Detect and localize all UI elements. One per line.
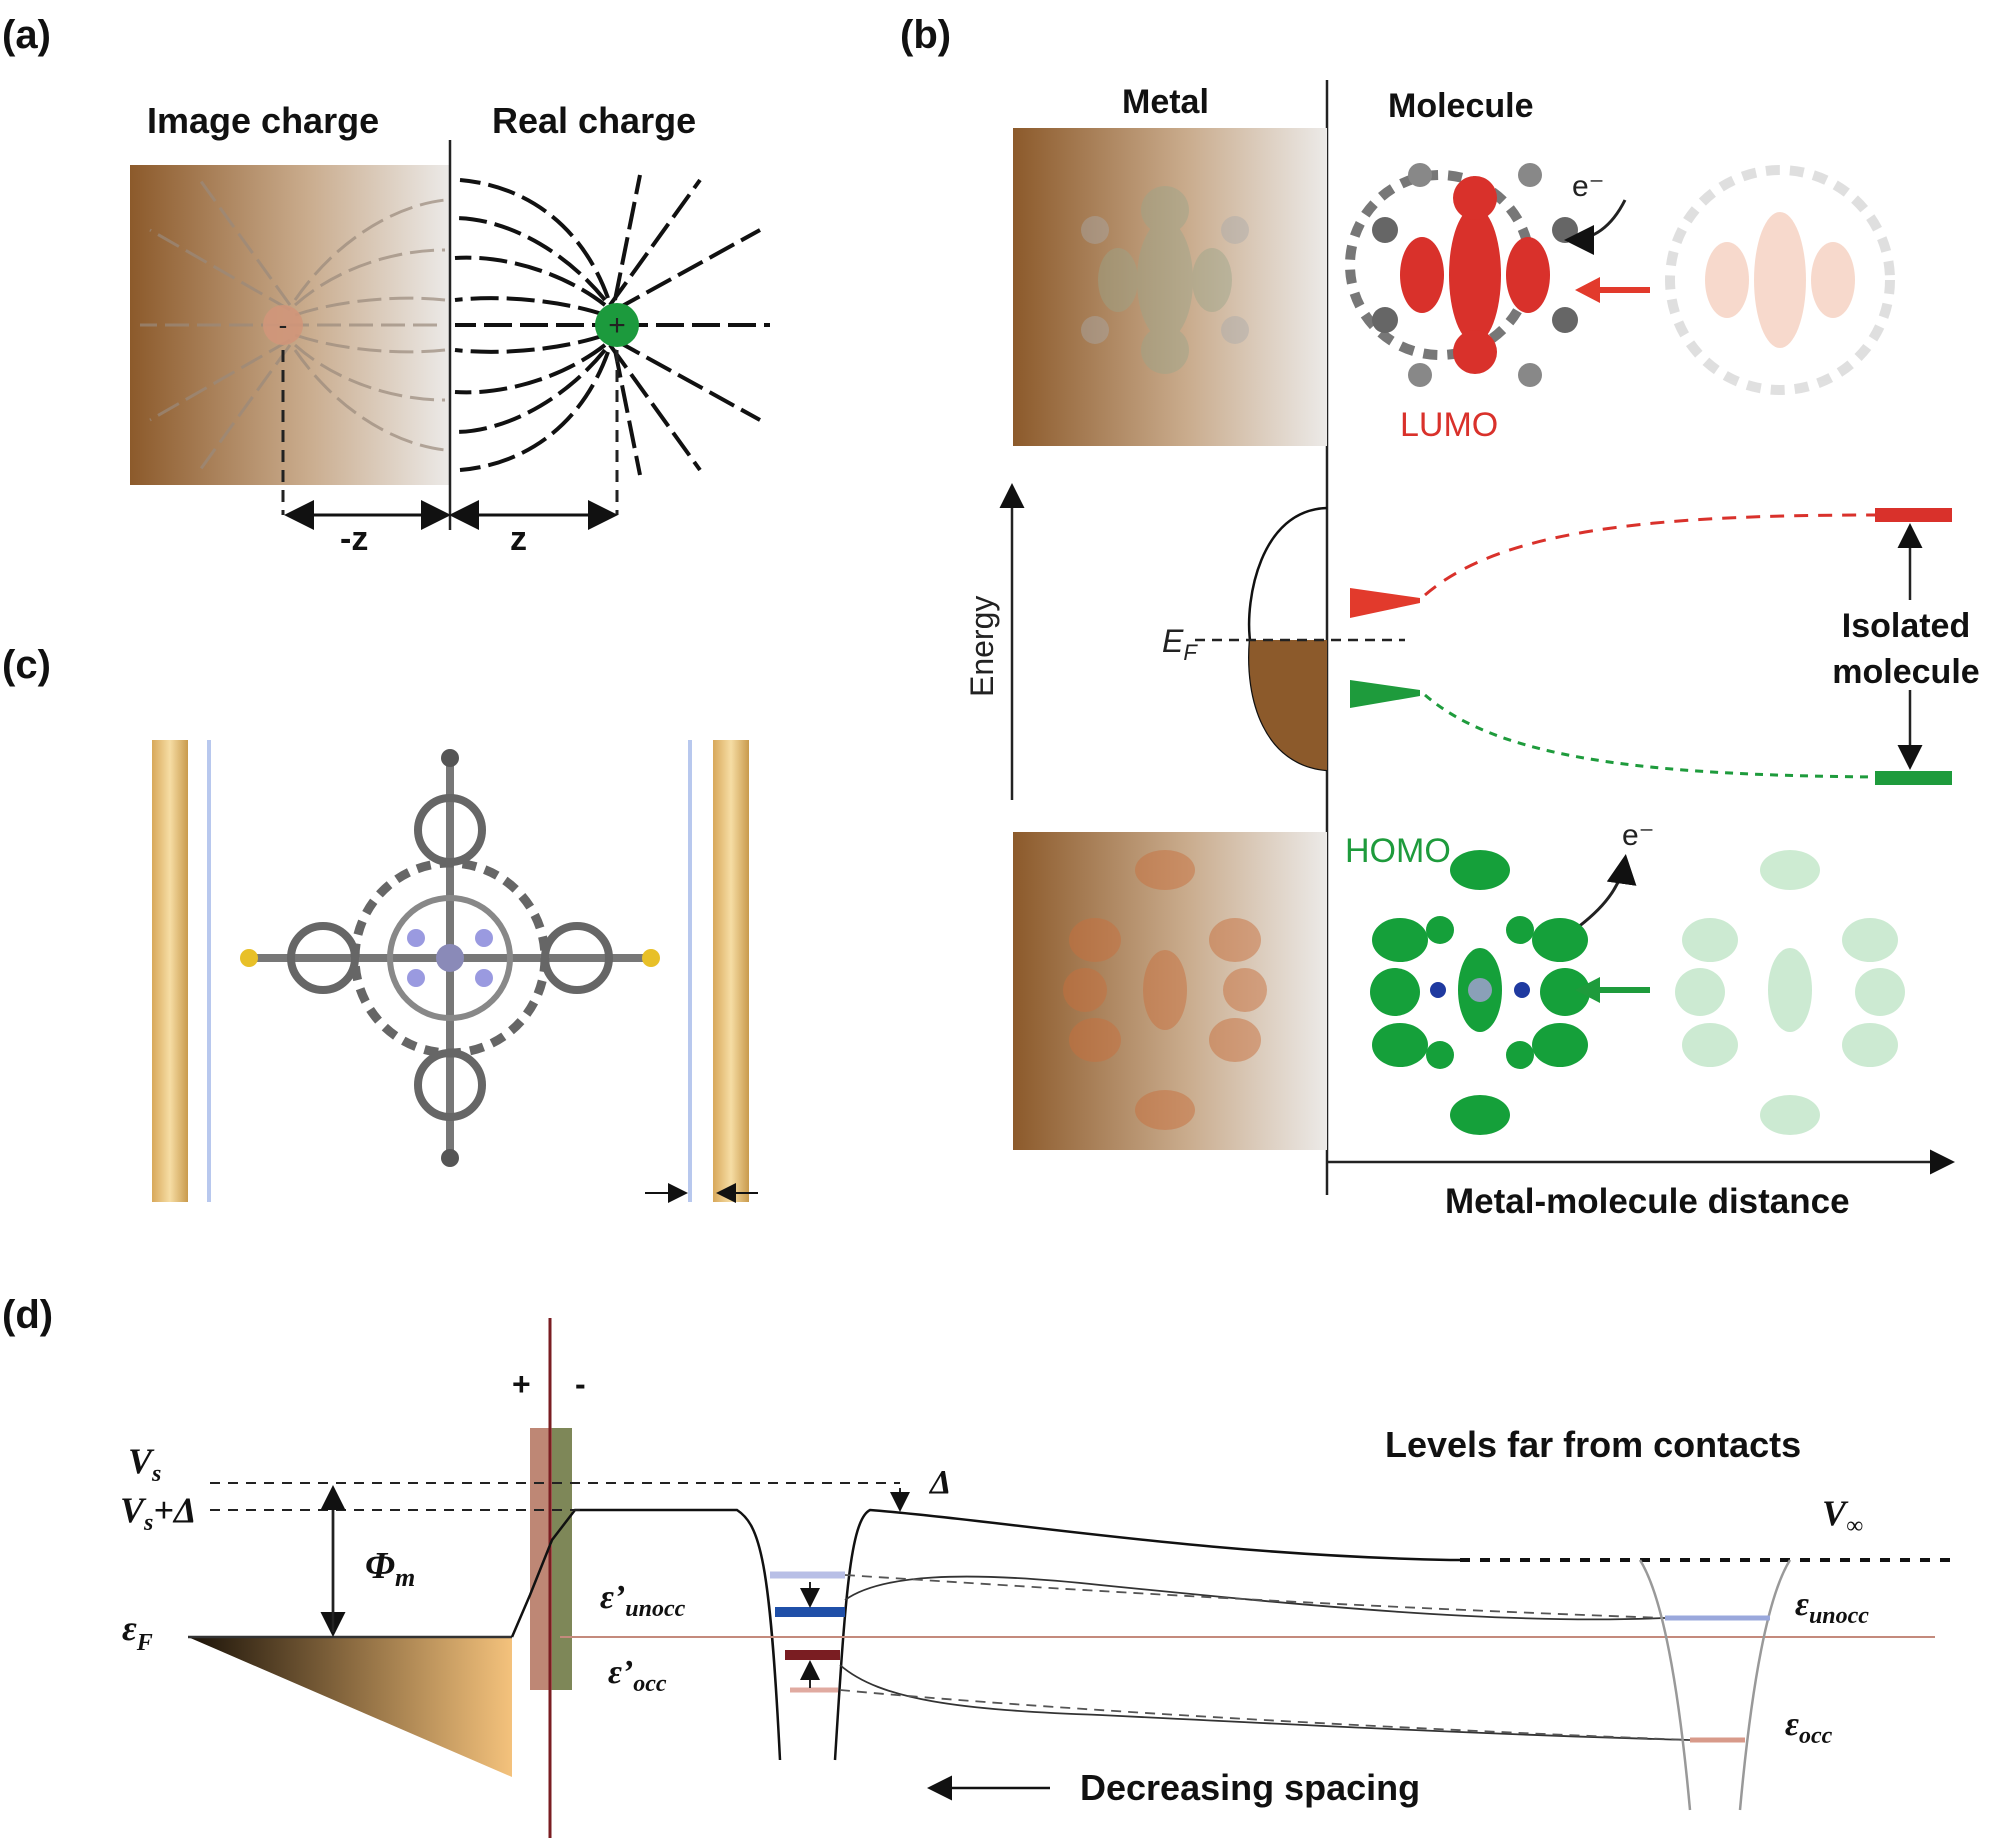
distance-axis-label: Metal-molecule distance	[1445, 1182, 1850, 1221]
isolated-homo-level	[1875, 771, 1952, 785]
vs-label: Vs	[128, 1441, 161, 1487]
v-infinity-label: V∞	[1822, 1493, 1863, 1539]
metal-title: Metal	[1122, 83, 1209, 121]
panel-d: (d) εF + - Vs Vs+Δ Δ Φm ε’unocc ε’occ	[2, 1293, 1955, 1838]
electron-label-top: e⁻	[1572, 170, 1605, 203]
occ-trend-dashed	[839, 1689, 1691, 1741]
image-molecule-bottom	[1063, 850, 1267, 1130]
homo-molecule	[1370, 850, 1590, 1135]
dos-filled	[1249, 640, 1327, 770]
panel-c: (c)	[2, 643, 758, 1203]
dos-top	[1238, 503, 1327, 640]
energy-label: Energy	[964, 596, 1000, 697]
eps-occ-prime-label: ε’occ	[608, 1654, 667, 1697]
lumo-broadened	[1350, 588, 1420, 618]
homo-label: HOMO	[1345, 832, 1451, 870]
levels-far-label: Levels far from contacts	[1385, 1424, 1801, 1465]
homo-molecule-far	[1675, 850, 1905, 1135]
electron-arrow-top	[1564, 199, 1627, 255]
vacuum-level-contact	[510, 1508, 782, 1761]
image-charge-title: Image charge	[147, 100, 379, 141]
lumo-approach-arrow	[1575, 277, 1650, 303]
panel-c-label: (c)	[2, 643, 51, 687]
real-charge-sign: +	[608, 309, 626, 342]
lumo-label: LUMO	[1400, 406, 1498, 444]
real-charge-title: Real charge	[492, 100, 696, 141]
panel-b: (b) Metal Molecule	[900, 13, 1980, 1221]
image-molecule-top	[1081, 186, 1249, 374]
dipole-minus-layer	[552, 1428, 572, 1690]
panel-b-label: (b)	[900, 13, 951, 57]
phi-label: Φm	[365, 1545, 415, 1592]
isolated-label-1: Isolated	[1842, 607, 1970, 645]
eps-f-label: εF	[122, 1608, 153, 1656]
dipole-plus-layer	[530, 1428, 552, 1690]
image-charge-sphere	[263, 305, 303, 345]
metal-wedge	[188, 1637, 512, 1777]
image-charge-sign: -	[279, 310, 288, 340]
delta-label: Δ	[928, 1464, 951, 1501]
eps-occ-label: εocc	[1785, 1706, 1833, 1749]
isolated-lumo-level	[1875, 508, 1952, 522]
molecule-title: Molecule	[1388, 87, 1533, 125]
dipole-minus: -	[575, 1366, 586, 1402]
eps-unocc-label: εunocc	[1795, 1586, 1869, 1629]
far-well-left	[1638, 1559, 1692, 1811]
metal-block-top	[1013, 128, 1327, 446]
dist-label-left: -z	[340, 520, 368, 558]
electrode-right	[713, 740, 749, 1202]
fermi-label: EF	[1162, 623, 1198, 665]
field-lines	[454, 174, 770, 476]
dipole-plus: +	[512, 1366, 531, 1402]
image-field-lines	[140, 179, 446, 471]
decreasing-spacing-label: Decreasing spacing	[1080, 1767, 1420, 1808]
lumo-molecule-far	[1665, 165, 1895, 395]
panel-a: (a) Image charge Real charge	[2, 13, 770, 558]
panel-a-label: (a)	[2, 13, 51, 57]
vacuum-level-decay	[833, 1508, 1460, 1761]
homo-approach-arrow	[1575, 977, 1650, 1003]
occ-trend	[839, 1664, 1691, 1741]
eps-unocc-prime-label: ε’unocc	[600, 1579, 686, 1622]
lumo-molecule	[1345, 163, 1578, 387]
isolated-label-2: molecule	[1832, 653, 1979, 691]
electron-label-bottom: e⁻	[1622, 819, 1655, 852]
lumo-trend	[1424, 513, 1876, 597]
unocc-trend	[844, 1575, 1666, 1621]
dist-label-right: z	[510, 520, 527, 558]
real-charge-sphere	[595, 303, 639, 347]
homo-trend	[1424, 693, 1876, 779]
vs-delta-label: Vs+Δ	[120, 1490, 196, 1536]
panel-d-label: (d)	[2, 1293, 53, 1337]
electrode-left	[152, 740, 188, 1202]
porphyrin-molecule	[240, 749, 660, 1167]
homo-broadened	[1350, 680, 1420, 708]
unocc-trend-dashed	[844, 1574, 1666, 1619]
far-well-right	[1738, 1559, 1792, 1811]
